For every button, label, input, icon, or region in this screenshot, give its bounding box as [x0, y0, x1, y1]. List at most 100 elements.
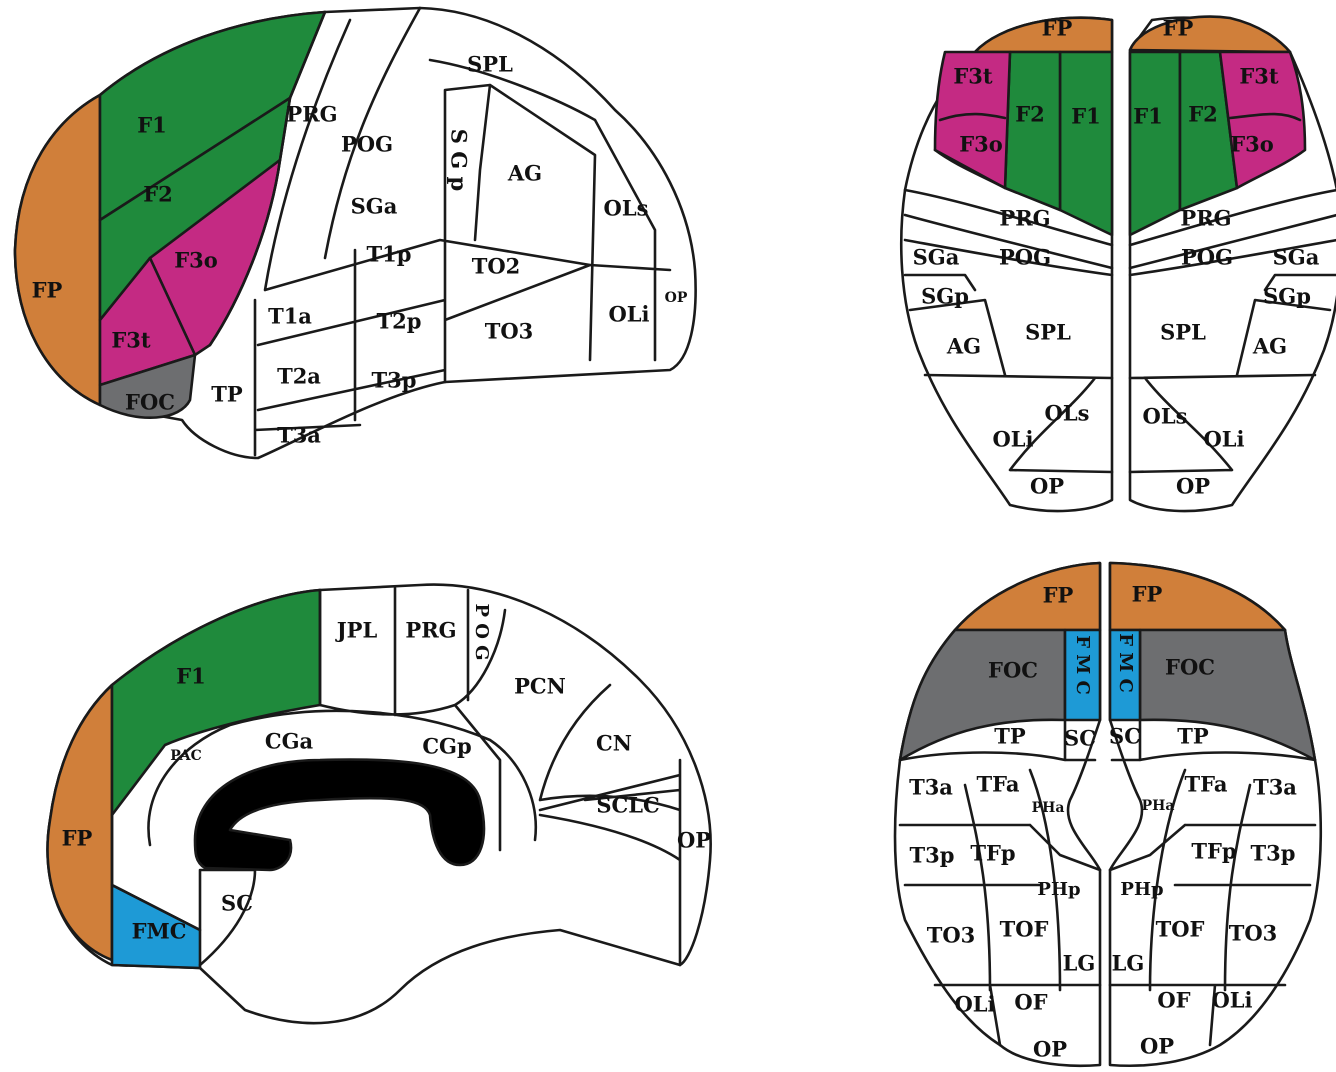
medial-label-pac: PAC: [170, 748, 202, 764]
dorsal-right-label-spl: SPL: [1160, 320, 1206, 345]
dorsal-left-label-oli: OLi: [992, 427, 1033, 452]
ventral-left-label-fmc: F M C: [1072, 635, 1093, 695]
dorsal-left-label-prg: PRG: [999, 206, 1050, 231]
lateral-label-t3p: T3p: [372, 368, 417, 393]
ventral-right-label-of: OF: [1157, 988, 1190, 1013]
lateral-label-fp: FP: [32, 278, 63, 303]
ventral-right-label-lg: LG: [1112, 951, 1145, 976]
ventral-right-label-tfa: TFa: [1185, 772, 1228, 797]
dorsal-left-label-spl: SPL: [1025, 320, 1071, 345]
ventral-left-fp: [955, 563, 1100, 630]
lateral-label-op: OP: [665, 290, 688, 306]
lateral-label-t2a: T2a: [277, 364, 321, 389]
lateral-label-sgp: S G p: [447, 129, 472, 191]
ventral-left-label-tof: TOF: [1000, 917, 1049, 942]
dorsal-left-f1: [1060, 52, 1112, 235]
dorsal-right-f1: [1130, 52, 1180, 235]
dorsal-left-label-ag: AG: [946, 334, 981, 359]
lateral-label-sga: SGa: [351, 194, 398, 219]
dorsal-right-label-f3o: F3o: [1230, 132, 1274, 157]
dorsal-left-label-f2: F2: [1015, 102, 1045, 127]
lateral-label-oli: OLi: [608, 302, 649, 327]
medial-label-sc: SC: [221, 891, 253, 916]
ventral-view: FP FP FOC FOC F M C F M C TP TP SC SC T3…: [895, 563, 1321, 1066]
ventral-left-label-lg: LG: [1063, 951, 1096, 976]
ventral-right-label-foc: FOC: [1165, 655, 1215, 680]
dorsal-view: FP FP F3t F3t F3o F3o F2 F2 F1 F1 PRG PR…: [901, 16, 1336, 512]
lateral-label-ag: AG: [507, 161, 542, 186]
ventral-right-label-oli: OLi: [1211, 988, 1252, 1013]
ventral-left-label-fp: FP: [1043, 583, 1074, 608]
ventral-left-label-t3a: T3a: [909, 775, 953, 800]
lateral-label-foc: FOC: [125, 390, 175, 415]
dorsal-right-label-ols: OLs: [1143, 404, 1188, 429]
ventral-left-label-tfp: TFp: [970, 841, 1015, 866]
ventral-right-label-to3: TO3: [1229, 921, 1278, 946]
ventral-right-label-fmc: F M C: [1115, 633, 1136, 693]
lateral-label-f3t: F3t: [111, 328, 151, 353]
dorsal-left-f2: [1005, 52, 1060, 210]
dorsal-right-label-sga: SGa: [1273, 245, 1320, 270]
medial-label-cgp: CGp: [422, 734, 471, 759]
ventral-right-label-fp: FP: [1132, 582, 1163, 607]
dorsal-right-label-fp: FP: [1163, 16, 1194, 41]
lateral-label-tp: TP: [211, 382, 243, 407]
lateral-label-t1a: T1a: [268, 304, 312, 329]
medial-label-sclc: SCLC: [596, 793, 659, 818]
dorsal-right-label-prg: PRG: [1180, 206, 1231, 231]
medial-label-op: OP: [677, 828, 711, 853]
lateral-label-to3: TO3: [485, 319, 534, 344]
ventral-left-label-php: PHp: [1037, 879, 1080, 900]
ventral-left-label-oli: OLi: [954, 992, 995, 1017]
medial-label-jpl: JPL: [335, 618, 378, 643]
ventral-left-label-foc: FOC: [988, 658, 1038, 683]
dorsal-left-label-pog: POG: [999, 245, 1051, 270]
ventral-right-label-pha: PHa: [1142, 798, 1175, 814]
ventral-right-label-op: OP: [1140, 1034, 1174, 1059]
medial-label-f1: F1: [176, 664, 206, 689]
medial-fp-region: [48, 685, 112, 960]
dorsal-left-label-f3o: F3o: [959, 132, 1003, 157]
medial-view: FP F1 PAC CGa CGp JPL PRG P O G PCN CN S…: [48, 585, 712, 1024]
medial-label-cn: CN: [596, 731, 632, 756]
dorsal-left-label-op: OP: [1030, 474, 1064, 499]
lateral-label-spl: SPL: [467, 52, 513, 77]
ventral-right-label-tfp: TFp: [1191, 839, 1236, 864]
lateral-label-to2: TO2: [472, 254, 521, 279]
dorsal-right-label-oli: OLi: [1203, 427, 1244, 452]
ventral-left-label-sc: SC: [1064, 726, 1096, 751]
medial-label-pcn: PCN: [514, 674, 566, 699]
lateral-label-f3o: F3o: [174, 248, 218, 273]
dorsal-left-label-ols: OLs: [1045, 401, 1090, 426]
dorsal-left-label-f3t: F3t: [953, 64, 993, 89]
lateral-fp-region: [15, 95, 100, 405]
lateral-label-pog: POG: [341, 132, 393, 157]
ventral-left-label-t3p: T3p: [910, 843, 955, 868]
lateral-label-t2p: T2p: [377, 309, 422, 334]
dorsal-right-label-ag: AG: [1252, 334, 1287, 359]
ventral-left-label-of: OF: [1014, 990, 1047, 1015]
dorsal-right-label-f1: F1: [1133, 104, 1163, 129]
ventral-left-label-tfa: TFa: [977, 772, 1020, 797]
medial-label-cga: CGa: [265, 729, 314, 754]
dorsal-left-label-fp: FP: [1042, 16, 1073, 41]
dorsal-left-label-sga: SGa: [913, 245, 960, 270]
medial-label-prg: PRG: [405, 618, 456, 643]
ventral-right-label-t3p: T3p: [1251, 841, 1296, 866]
dorsal-left-label-f1: F1: [1071, 104, 1101, 129]
medial-label-fp: FP: [62, 826, 93, 851]
ventral-left-label-to3: TO3: [927, 923, 976, 948]
lateral-view: FP F1 F2 F3o F3t FOC PRG POG SGa SPL S G…: [15, 8, 696, 458]
ventral-right-label-tof: TOF: [1156, 917, 1205, 942]
dorsal-right-label-f2: F2: [1188, 102, 1218, 127]
lateral-label-f1: F1: [137, 113, 167, 138]
lateral-label-prg: PRG: [286, 102, 337, 127]
ventral-left-label-pha: PHa: [1032, 800, 1065, 816]
ventral-right-label-tp: TP: [1177, 724, 1209, 749]
dorsal-right-label-sgp: SGp: [1263, 284, 1311, 309]
lateral-label-t1p: T1p: [367, 242, 412, 267]
lateral-label-ols: OLs: [604, 196, 649, 221]
ventral-left-label-op: OP: [1033, 1037, 1067, 1062]
ventral-left-label-tp: TP: [994, 724, 1026, 749]
